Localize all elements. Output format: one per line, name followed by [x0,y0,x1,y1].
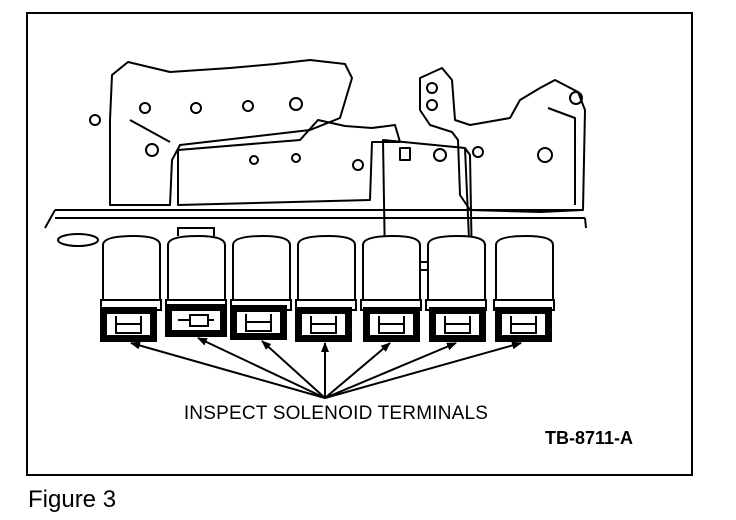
solenoid-3 [230,234,292,311]
center-plate [177,119,401,206]
figure-frame [26,12,693,476]
solenoid-5 [360,234,422,311]
figure-code: TB-8711-A [545,428,634,448]
arrow-3 [261,340,326,399]
terminal-6 [429,307,486,342]
terminal-3 [230,305,287,340]
terminal-5 [363,307,420,342]
leader-arrows [130,337,522,399]
arrow-6 [324,342,457,399]
terminal-2 [165,304,227,337]
solenoid-1 [100,234,162,311]
arrow-2 [197,337,326,399]
valve-body-plate [109,59,353,206]
solenoid-6 [425,234,487,311]
solenoid-2 [165,227,227,311]
arrow-1 [130,341,326,399]
solenoid-4 [295,234,357,311]
arrow-5 [324,342,391,399]
terminal-1 [100,307,157,342]
terminal-7 [495,307,552,342]
terminal-4 [295,307,352,342]
arrow-7 [324,341,522,399]
callout-label: INSPECT SOLENOID TERMINALS [183,403,489,424]
solenoid-7 [493,234,555,311]
right-plate [419,67,586,213]
figure-caption: Figure 3 [28,486,117,513]
